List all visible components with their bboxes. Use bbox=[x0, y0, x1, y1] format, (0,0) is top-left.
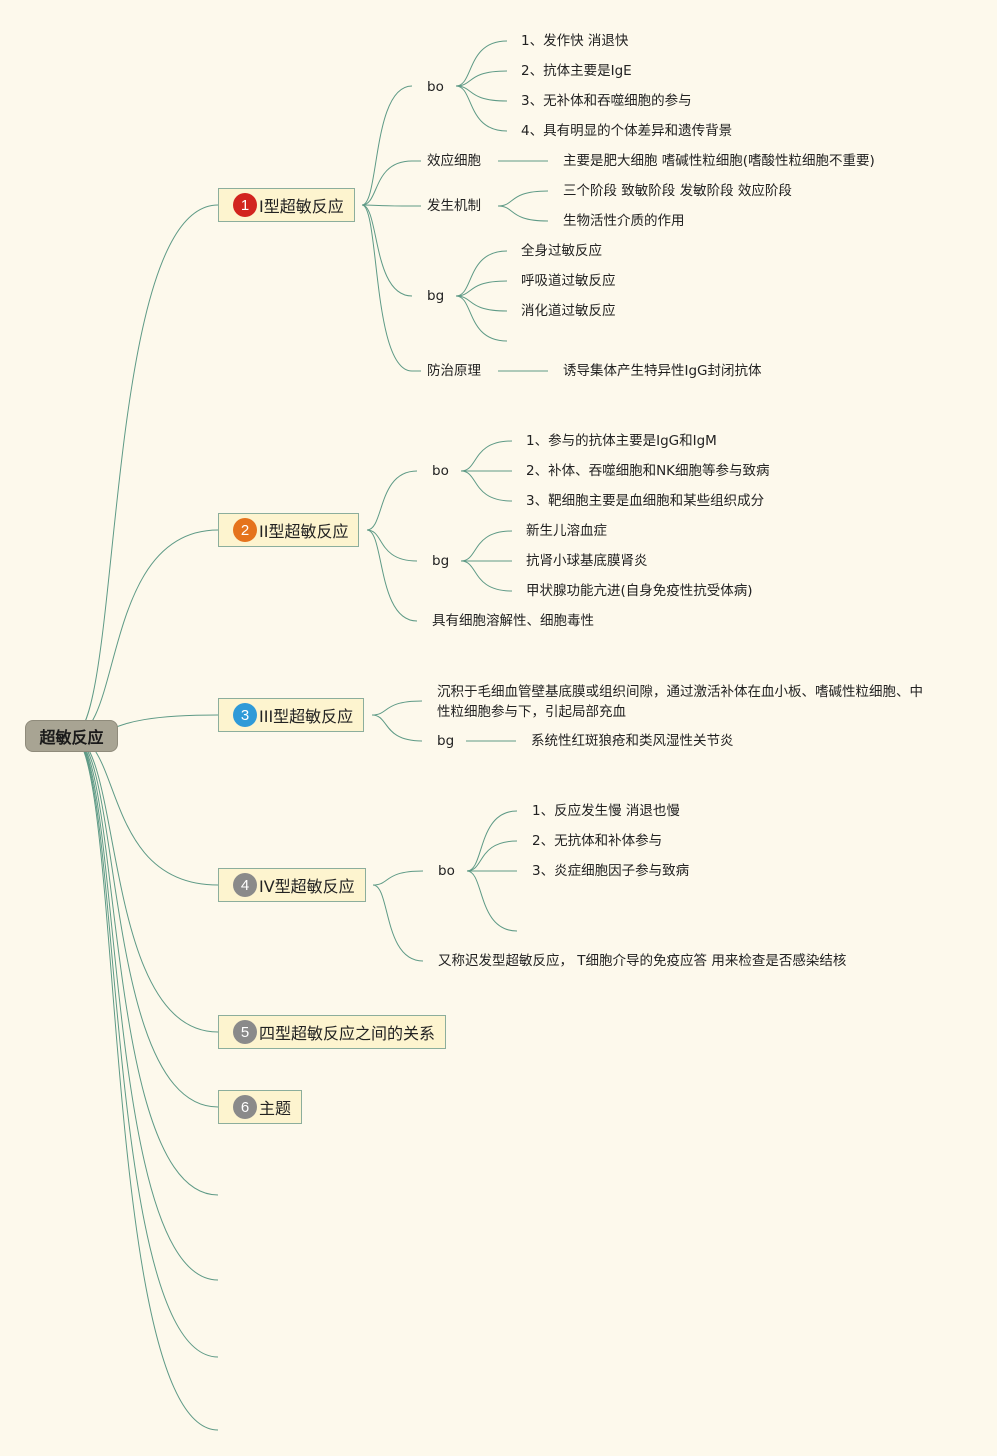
leaf-item[interactable]: 生物活性介质的作用 bbox=[563, 213, 685, 229]
branch-label-bo[interactable]: bo bbox=[438, 863, 455, 879]
topic-label: IV型超敏反应 bbox=[259, 877, 355, 896]
root-connector bbox=[71, 735, 219, 886]
topic-label: 主题 bbox=[259, 1099, 292, 1118]
topic-type-1[interactable]: 1 I型超敏反应 bbox=[218, 188, 355, 222]
topic-type-5[interactable]: 5 四型超敏反应之间的关系 bbox=[218, 1015, 447, 1049]
connector-line bbox=[455, 295, 508, 312]
leaf-item[interactable]: 3、炎症细胞因子参与致病 bbox=[532, 863, 690, 879]
branch-label-cytotoxic[interactable]: 具有细胞溶解性、细胞毒性 bbox=[432, 613, 594, 629]
root-connector bbox=[71, 735, 219, 1033]
root-connector-empty bbox=[71, 735, 219, 1281]
branch-label-bg[interactable]: bg bbox=[437, 733, 455, 749]
leaf-item[interactable]: 呼吸道过敏反应 bbox=[521, 273, 616, 289]
branch-label-effector-cells[interactable]: 效应细胞 bbox=[427, 153, 481, 169]
branch-label-delayed[interactable]: 又称迟发型超敏反应， T细胞介导的免疫应答 用来检查是否感染结核 bbox=[438, 953, 847, 969]
connector-line bbox=[361, 160, 413, 206]
leaf-item[interactable]: 三个阶段 致敏阶段 发敏阶段 效应阶段 bbox=[563, 183, 792, 199]
number-badge-2: 2 bbox=[233, 518, 257, 542]
connector-line bbox=[460, 440, 513, 472]
root-connector bbox=[71, 204, 219, 737]
topic-label: III型超敏反应 bbox=[259, 707, 354, 726]
leaf-item[interactable]: 消化道过敏反应 bbox=[521, 303, 616, 319]
connector-line bbox=[455, 70, 508, 87]
number-badge-4: 4 bbox=[233, 873, 257, 897]
connector-line bbox=[371, 714, 423, 742]
leaf-item[interactable]: 主要是肥大细胞 嗜碱性粒细胞(嗜酸性粒细胞不重要) bbox=[563, 153, 875, 169]
connector-line bbox=[361, 85, 413, 206]
branch-label-prevention[interactable]: 防治原理 bbox=[427, 363, 481, 379]
topic-label: II型超敏反应 bbox=[259, 522, 349, 541]
leaf-item[interactable]: 2、补体、吞噬细胞和NK细胞等参与致病 bbox=[526, 463, 770, 479]
leaf-item[interactable]: 1、发作快 消退快 bbox=[521, 33, 629, 49]
connector-line bbox=[366, 529, 418, 562]
root-connector bbox=[71, 735, 219, 1108]
connector-line bbox=[361, 204, 413, 207]
connector-line bbox=[366, 470, 418, 531]
connector-line bbox=[460, 470, 513, 502]
connector-line bbox=[466, 870, 518, 932]
connector-line bbox=[460, 560, 513, 592]
branch-label-bo[interactable]: bo bbox=[432, 463, 449, 479]
connector-line bbox=[455, 280, 508, 297]
branch-label-bg[interactable]: bg bbox=[427, 288, 445, 304]
leaf-item[interactable]: 系统性红斑狼疮和类风湿性关节炎 bbox=[531, 733, 734, 749]
root-connector bbox=[71, 529, 219, 737]
leaf-item[interactable]: 全身过敏反应 bbox=[521, 243, 602, 259]
branch-label-deposition[interactable]: 沉积于毛细血管壁基底膜或组织间隙，通过激活补体在血小板、嗜碱性粒细胞、中性粒细胞… bbox=[437, 684, 923, 720]
connector-line bbox=[466, 840, 518, 872]
leaf-item[interactable]: 3、无补体和吞噬细胞的参与 bbox=[521, 93, 692, 109]
topic-type-2[interactable]: 2 II型超敏反应 bbox=[218, 513, 360, 547]
connector-line bbox=[460, 530, 513, 562]
branch-label-bo[interactable]: bo bbox=[427, 79, 444, 95]
connector-line bbox=[361, 204, 413, 297]
number-badge-5: 5 bbox=[233, 1020, 257, 1044]
leaf-item[interactable]: 3、靶细胞主要是血细胞和某些组织成分 bbox=[526, 493, 765, 509]
connector-line bbox=[497, 190, 549, 207]
connector-line bbox=[455, 295, 508, 342]
connector-line bbox=[361, 204, 413, 372]
topic-type-4[interactable]: 4 IV型超敏反应 bbox=[218, 868, 366, 902]
leaf-item[interactable]: 2、抗体主要是IgE bbox=[521, 63, 632, 79]
connector-line bbox=[372, 870, 424, 886]
branch-label-mechanism[interactable]: 发生机制 bbox=[427, 198, 481, 214]
topic-label: 四型超敏反应之间的关系 bbox=[259, 1024, 436, 1043]
root-topic[interactable]: 超敏反应 bbox=[25, 720, 118, 752]
connector-line bbox=[455, 85, 508, 132]
leaf-item[interactable]: 抗肾小球基底膜肾炎 bbox=[526, 553, 648, 569]
number-badge-6: 6 bbox=[233, 1095, 257, 1119]
connector-line bbox=[371, 700, 423, 716]
topic-type-6[interactable]: 6 主题 bbox=[218, 1090, 303, 1124]
number-badge-3: 3 bbox=[233, 703, 257, 727]
leaf-item[interactable]: 诱导集体产生特异性IgG封闭抗体 bbox=[563, 363, 762, 379]
connector-line bbox=[497, 205, 549, 222]
topic-type-3[interactable]: 3 III型超敏反应 bbox=[218, 698, 365, 732]
topic-label: I型超敏反应 bbox=[259, 197, 344, 216]
leaf-item[interactable]: 1、参与的抗体主要是IgG和IgM bbox=[526, 433, 717, 449]
number-badge-1: 1 bbox=[233, 193, 257, 217]
connector-line bbox=[466, 810, 518, 872]
root-connector-empty bbox=[71, 735, 219, 1196]
leaf-item[interactable]: 2、无抗体和补体参与 bbox=[532, 833, 663, 849]
leaf-item[interactable]: 新生儿溶血症 bbox=[526, 523, 607, 539]
leaf-item[interactable]: 甲状腺功能亢进(自身免疫性抗受体病) bbox=[526, 583, 753, 599]
root-connector-empty bbox=[71, 735, 219, 1431]
connector-line bbox=[455, 85, 508, 102]
root-connector-empty bbox=[71, 735, 219, 1358]
connector-line bbox=[372, 884, 424, 962]
connector-line bbox=[455, 40, 508, 87]
leaf-item[interactable]: 1、反应发生慢 消退也慢 bbox=[532, 803, 680, 819]
leaf-item[interactable]: 4、具有明显的个体差异和遗传背景 bbox=[521, 123, 733, 139]
connector-line bbox=[366, 529, 418, 622]
branch-label-bg[interactable]: bg bbox=[432, 553, 450, 569]
connector-line bbox=[455, 250, 508, 297]
